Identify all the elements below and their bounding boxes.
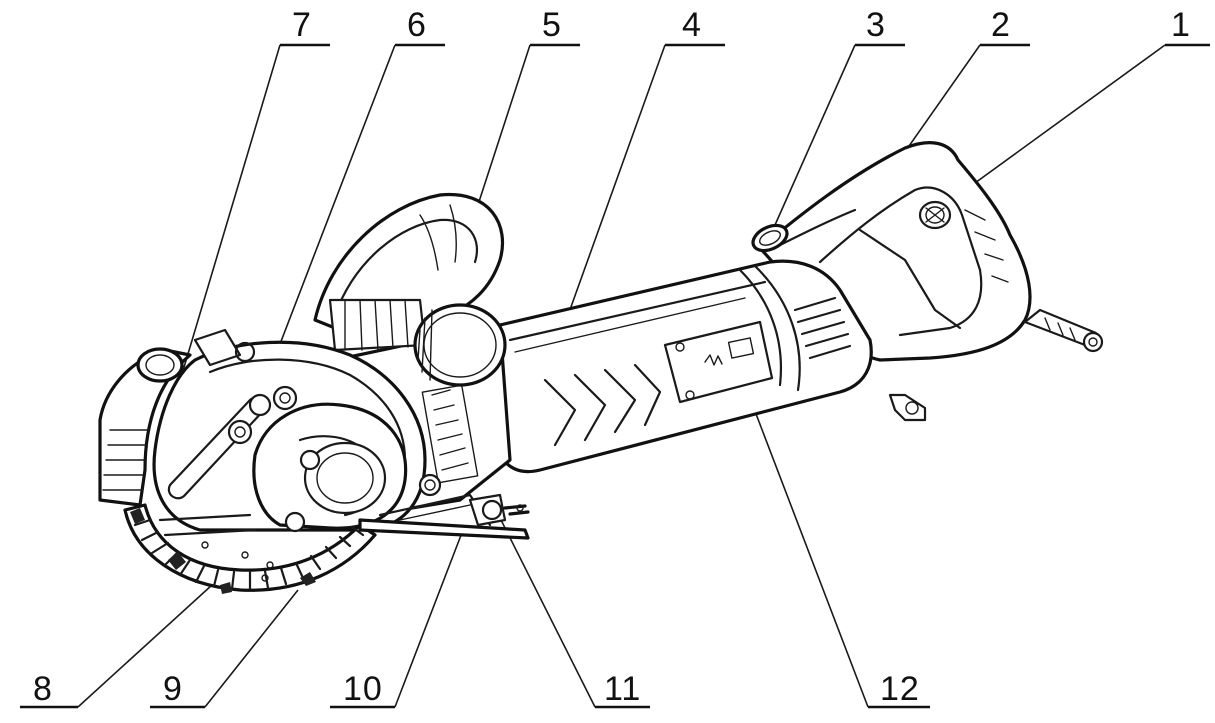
housing-ring-2 (753, 264, 801, 392)
housing-chevrons (543, 363, 662, 447)
leader-10 (394, 529, 464, 708)
callout-9: 9 (163, 670, 183, 708)
rear-handle-grip-ribs (964, 209, 1009, 283)
rear-handle-grip-edge (858, 228, 962, 330)
callout-10: 10 (343, 670, 383, 708)
callout-1: 1 (1171, 6, 1191, 44)
callout-2: 2 (991, 6, 1011, 44)
callout-11: 11 (604, 670, 642, 708)
housing-top-ridge (508, 280, 767, 342)
leader-6 (264, 44, 396, 384)
side-handle (313, 192, 507, 387)
callout-6: 6 (407, 6, 427, 44)
depth-adjust-slot (167, 385, 298, 500)
leader-3 (774, 44, 856, 226)
housing-ring-1 (738, 268, 782, 387)
blade-flange (158, 513, 274, 582)
gear-head-ribs (421, 384, 479, 484)
leader-12 (739, 371, 869, 708)
leader-11 (494, 507, 596, 708)
housing-top-ridge-2 (514, 297, 746, 353)
callout-3: 3 (866, 6, 886, 44)
callout-12: 12 (880, 670, 920, 708)
vent-slots (793, 296, 852, 360)
leader-8 (77, 584, 213, 708)
rear-handle-inner (818, 186, 983, 337)
lock-button (751, 223, 789, 253)
depth-lock-knob (468, 493, 530, 527)
cord-guard (1023, 308, 1104, 353)
rating-plate (663, 320, 774, 404)
callout-5: 5 (542, 6, 562, 44)
tool-body (98, 141, 1104, 594)
callout-8: 8 (33, 670, 53, 708)
callout-4: 4 (682, 6, 702, 44)
callout-7: 7 (292, 6, 312, 44)
gear-cover (252, 402, 442, 533)
rear-foot (888, 393, 927, 422)
trigger-switch (918, 200, 952, 230)
leader-9 (204, 589, 299, 708)
diamond-blade (123, 503, 377, 594)
base-plate (358, 493, 530, 540)
leader-4 (552, 44, 666, 358)
